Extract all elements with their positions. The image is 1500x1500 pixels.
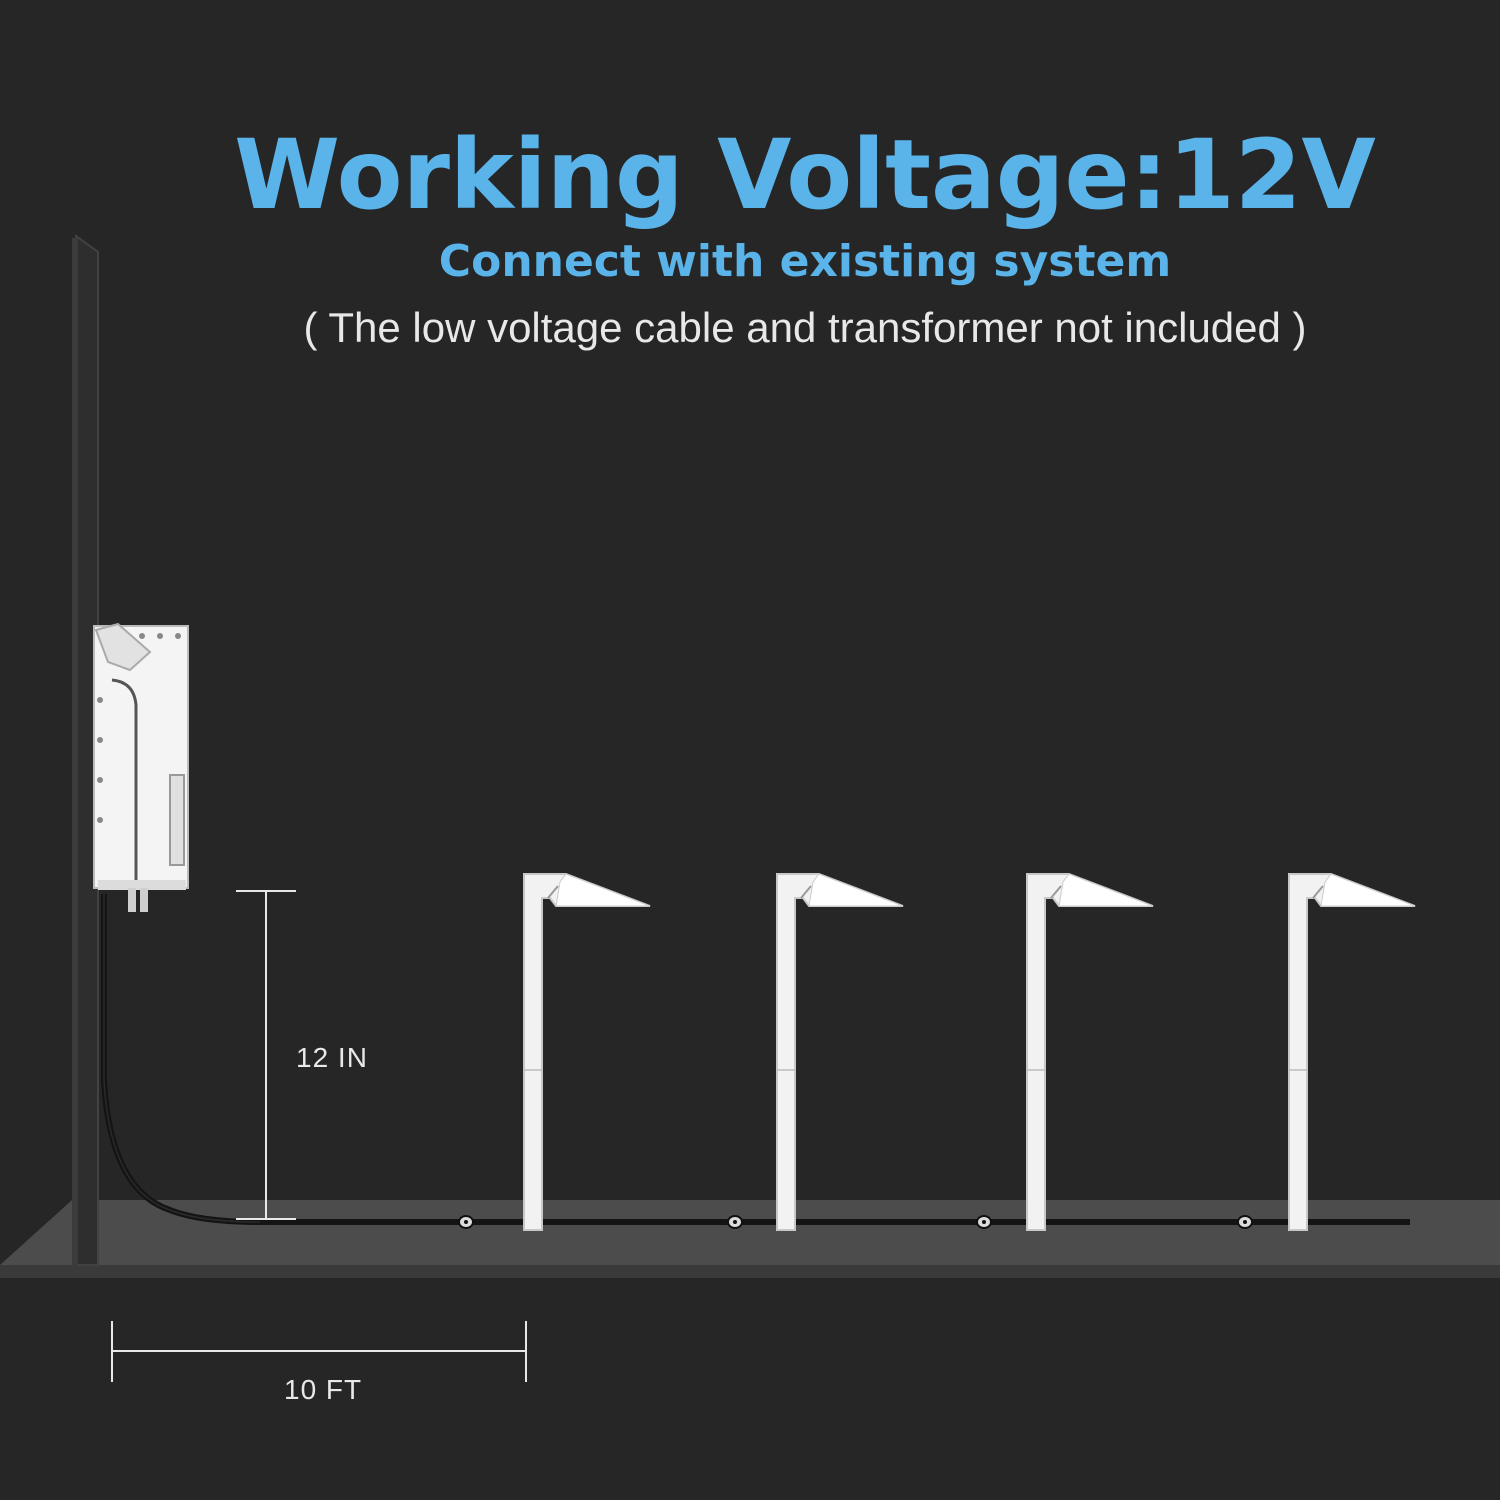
cable-connector xyxy=(976,1215,992,1229)
path-light xyxy=(523,873,651,1231)
path-light xyxy=(1026,873,1154,1231)
path-light xyxy=(776,873,904,1231)
transformer-box xyxy=(93,622,189,912)
ground-front-edge xyxy=(0,1265,1500,1278)
page-subtitle: Connect with existing system xyxy=(438,236,1172,287)
height-dimension-label: 12 IN xyxy=(296,1042,368,1073)
distance-dimension-marker xyxy=(111,1321,527,1382)
cable-connector xyxy=(458,1215,474,1229)
path-light xyxy=(1288,873,1416,1231)
cable-highlight xyxy=(103,894,261,1223)
ground-slab xyxy=(0,1200,1500,1265)
cable-connector xyxy=(1237,1215,1253,1229)
height-dimension-marker xyxy=(236,890,296,1220)
wall-front xyxy=(72,238,78,1266)
cable-connector xyxy=(727,1215,743,1229)
page-title: Working Voltage:12V xyxy=(234,119,1376,231)
distance-dimension-label: 10 FT xyxy=(284,1374,363,1405)
disclaimer-note: ( The low voltage cable and transformer … xyxy=(303,304,1307,351)
